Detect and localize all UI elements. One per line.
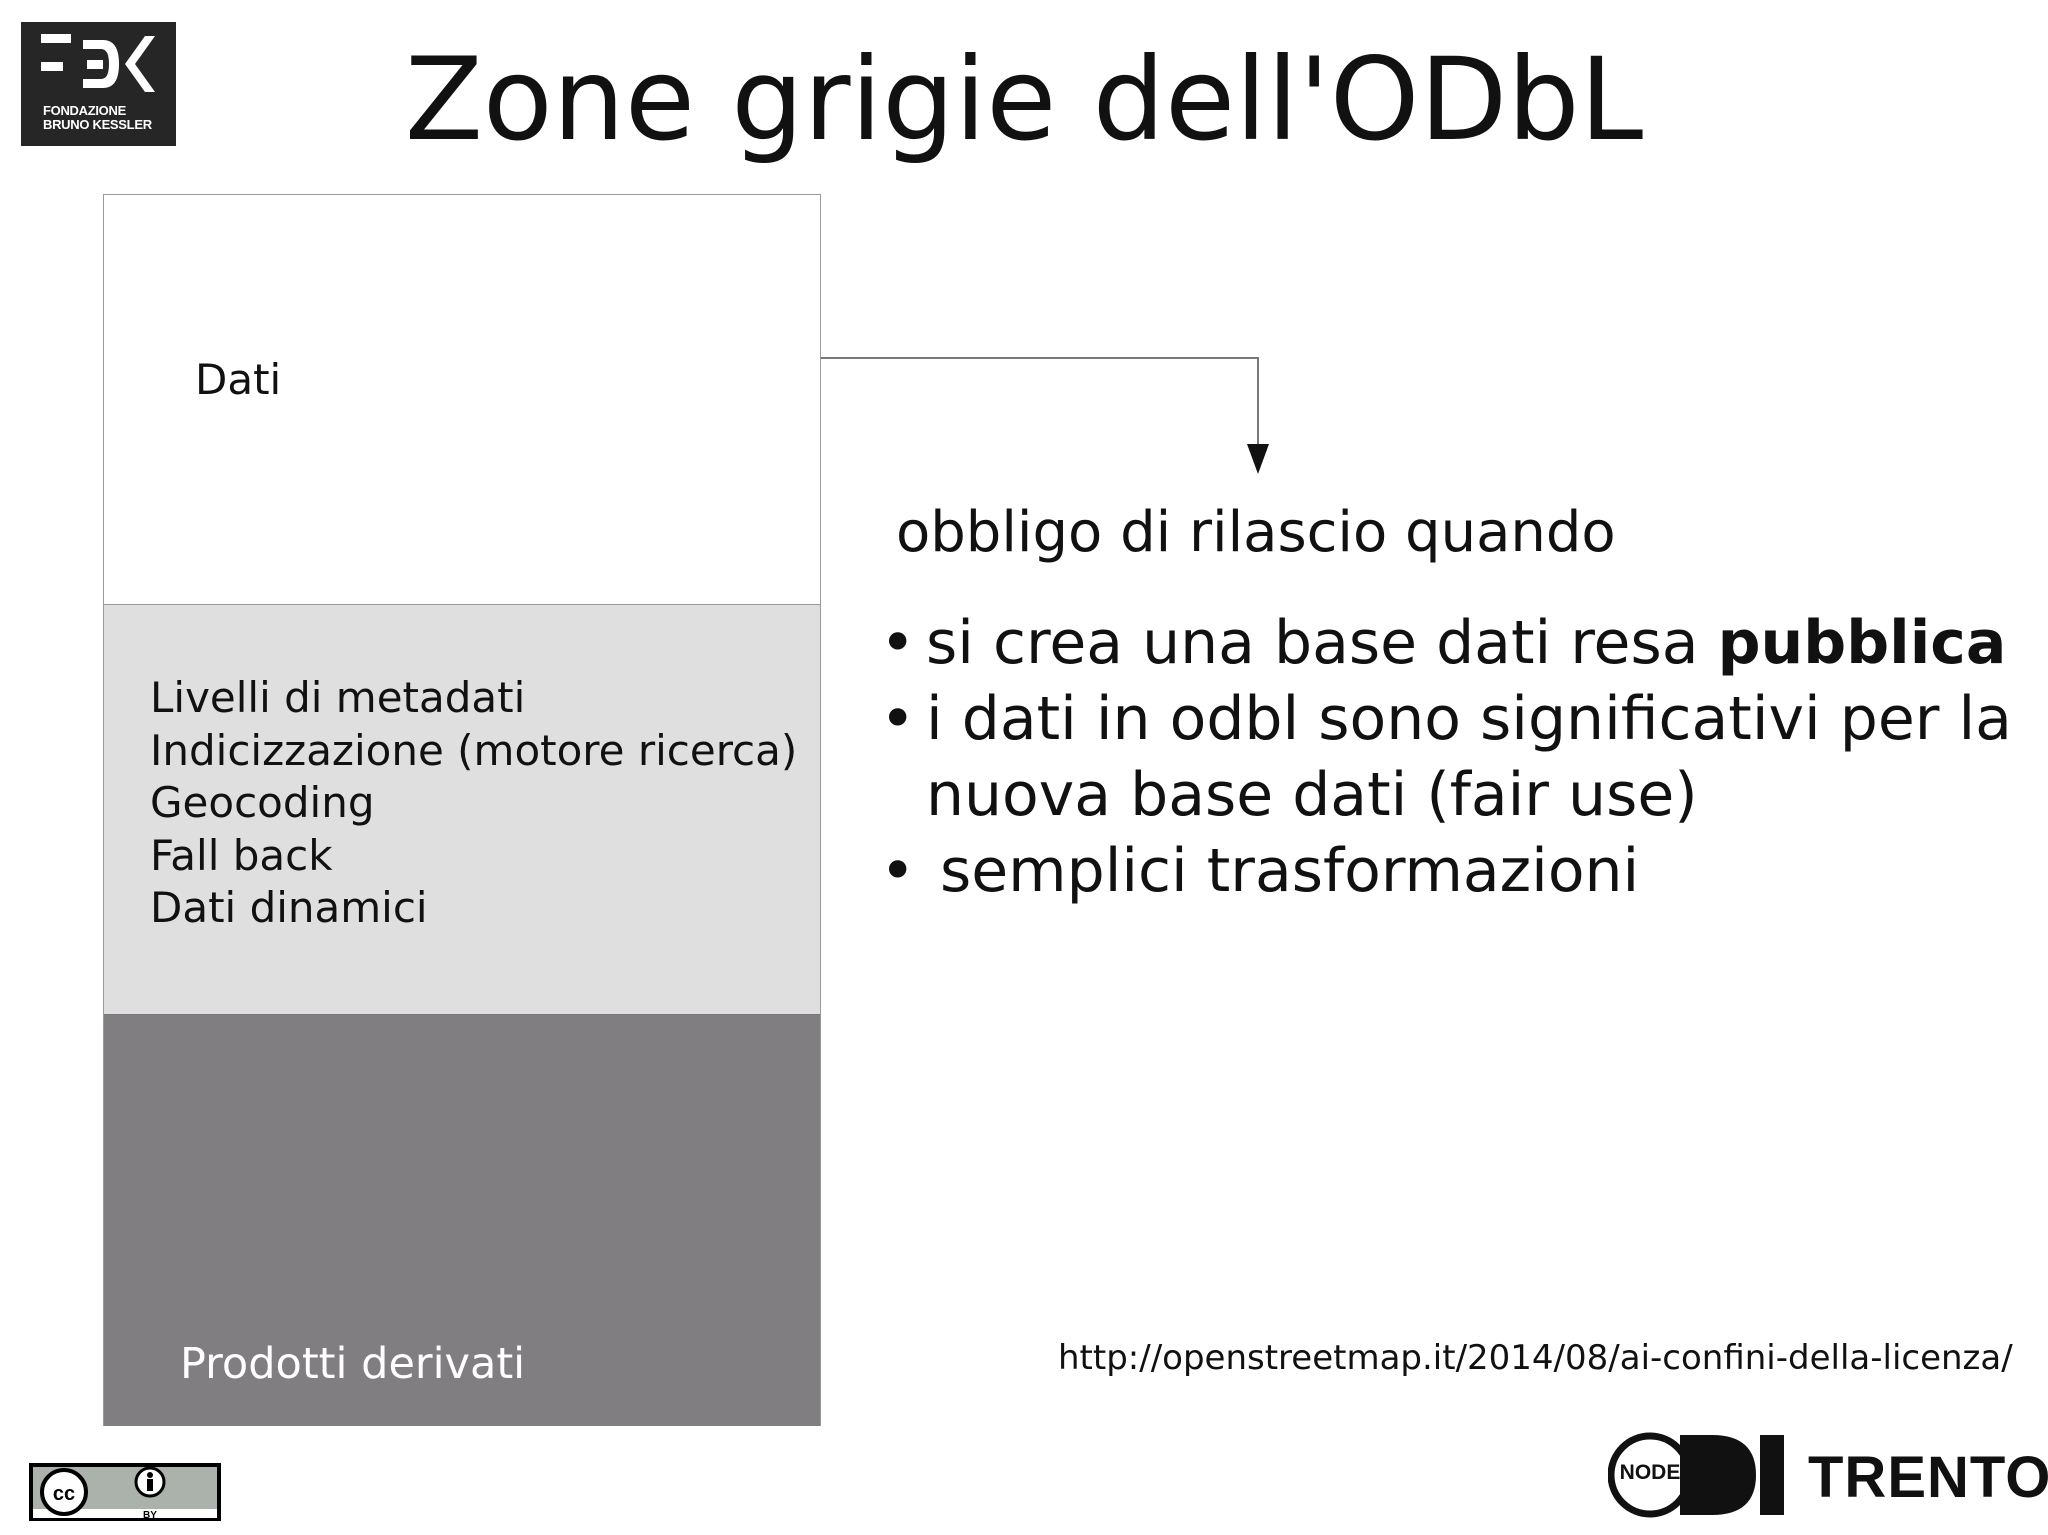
data-layer-label: Dati bbox=[195, 355, 282, 404]
odi-node-label: NODE bbox=[1619, 1461, 1681, 1484]
cc-by-label: BY bbox=[143, 1510, 157, 1521]
creative-commons-icon: cc bbox=[40, 1468, 88, 1516]
fbk-logo: FONDAZIONE BRUNO KESSLER bbox=[21, 22, 176, 146]
bullet-text-continued: nuova base dati (fair use) bbox=[926, 760, 1698, 830]
arrow-head-icon bbox=[1247, 444, 1269, 474]
list-item: • i dati in odbl sono significativi per … bbox=[880, 681, 2040, 833]
cc-by-badge[interactable]: cc BY bbox=[28, 1462, 222, 1522]
bullet-text: si crea una base dati resa bbox=[926, 608, 1718, 678]
layer-stack: Dati Livelli di metadati Indicizzazione … bbox=[103, 194, 821, 1426]
bullet-icon: • bbox=[880, 608, 916, 678]
bullet-text: semplici trasformazioni bbox=[940, 836, 1640, 906]
metadata-layer-box: Livelli di metadati Indicizzazione (moto… bbox=[104, 605, 820, 1015]
bullet-icon: • bbox=[880, 836, 916, 906]
odi-city-label: TRENTO bbox=[1808, 1445, 2048, 1510]
page-title: Zone grigie dell'ODbL bbox=[404, 33, 1644, 166]
odi-trento-logo-icon bbox=[1608, 1432, 1784, 1518]
data-layer-box: Dati bbox=[104, 195, 820, 605]
products-layer-label: Prodotti derivati bbox=[180, 1339, 526, 1389]
list-item: • si crea una base dati resa pubblica bbox=[880, 605, 2040, 681]
arrow-connector bbox=[821, 357, 1269, 474]
fbk-logo-text: FONDAZIONE BRUNO KESSLER bbox=[43, 103, 152, 132]
attribution-icon bbox=[134, 1466, 166, 1498]
metadata-item: Fall back bbox=[150, 830, 333, 880]
conditions-list: • si crea una base dati resa pubblica • … bbox=[880, 605, 2040, 909]
list-item: • semplici trasformazioni bbox=[880, 833, 2040, 909]
metadata-item: Geocoding bbox=[150, 778, 375, 827]
products-layer-box: Prodotti derivati bbox=[104, 1015, 820, 1426]
metadata-list: Livelli di metadati Indicizzazione (moto… bbox=[150, 672, 797, 935]
bullet-icon: • bbox=[880, 684, 916, 754]
bullet-emphasis: pubblica bbox=[1717, 608, 2007, 678]
bullet-text: i dati in odbl sono significativi per la bbox=[926, 684, 2012, 754]
source-link[interactable]: http://openstreetmap.it/2014/08/ai-confi… bbox=[1058, 1338, 2013, 1378]
lead-text: obbligo di rilascio quando bbox=[896, 500, 1616, 565]
fbk-logo-icon bbox=[41, 34, 155, 92]
svg-text:cc: cc bbox=[53, 1483, 75, 1505]
metadata-item: Livelli di metadati bbox=[150, 673, 526, 722]
metadata-item: Indicizzazione (motore ricerca) bbox=[150, 725, 798, 775]
metadata-item: Dati dinamici bbox=[150, 883, 428, 932]
